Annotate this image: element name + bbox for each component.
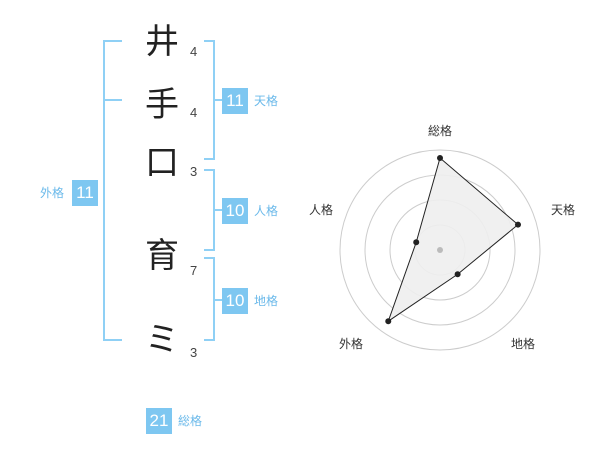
radar-label-chikaku: 地格: [511, 337, 536, 351]
radar-label-gaikaku: 外格: [339, 337, 364, 351]
radar-polygon: [387, 157, 519, 323]
jinkaku-label: 人格: [254, 204, 279, 218]
jinkaku-value: 10: [222, 198, 248, 224]
stroke-count-3: 3: [190, 164, 198, 179]
radar-ring-1: [339, 149, 541, 351]
stroke-count-1: 4: [190, 44, 198, 59]
chikaku-label: 地格: [254, 294, 279, 308]
soukaku-label: 総格: [178, 414, 203, 428]
stroke-count-5: 3: [190, 345, 198, 360]
name-char-5: ミ: [145, 320, 179, 360]
stroke-count-4: 7: [190, 263, 198, 278]
radar-point-4: [385, 318, 392, 325]
radar-center-dot: [437, 247, 443, 253]
name-char-2: 手: [145, 85, 179, 125]
stroke-count-2: 4: [190, 105, 198, 120]
radar-point-1: [437, 155, 443, 161]
chikaku-value: 10: [222, 288, 248, 314]
radar-label-tenkaku: 天格: [551, 203, 576, 217]
tenkaku-value: 11: [222, 88, 248, 114]
radar-point-2: [514, 221, 521, 228]
gaikaku-label: 外格: [40, 186, 65, 200]
soukaku-value: 21: [146, 408, 172, 434]
name-char-3: 口: [145, 143, 179, 183]
tenkaku-label: 天格: [254, 94, 279, 108]
radar-label-soukaku: 総格: [428, 124, 453, 138]
name-char-4: 育: [145, 236, 179, 276]
gaikaku-value: 11: [72, 180, 98, 206]
radar-point-5: [413, 239, 420, 246]
name-char-1: 井: [145, 22, 179, 62]
radar-point-3: [454, 271, 461, 278]
radar-label-jinkaku: 人格: [309, 203, 334, 217]
gaikaku-bracket: [103, 40, 122, 341]
